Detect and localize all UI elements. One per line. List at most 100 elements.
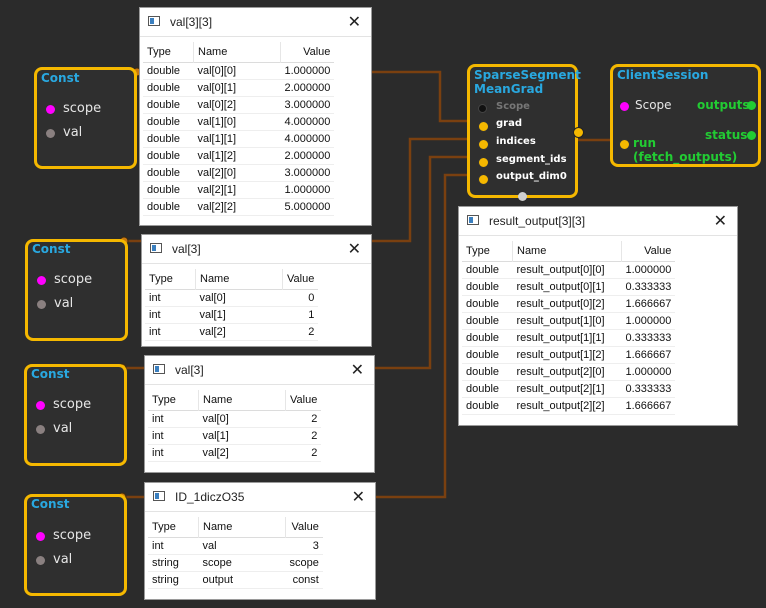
cell-type: double bbox=[143, 164, 194, 182]
cell-value: 5.000000 bbox=[280, 198, 335, 216]
scope-port-icon[interactable] bbox=[478, 104, 487, 113]
window-titlebar[interactable]: result_output[3][3] ✕ bbox=[459, 207, 737, 236]
column-header-type[interactable]: Type bbox=[143, 42, 194, 63]
cell-type: string bbox=[148, 554, 199, 572]
close-icon[interactable]: ✕ bbox=[347, 14, 361, 31]
cell-type: double bbox=[143, 147, 194, 165]
cell-type: string bbox=[148, 571, 199, 589]
window-icon bbox=[153, 491, 165, 501]
outputs-port-icon[interactable] bbox=[747, 101, 756, 110]
cell-value: 2.000000 bbox=[280, 79, 335, 97]
cell-type: double bbox=[462, 312, 513, 330]
column-header-name[interactable]: Name bbox=[512, 241, 622, 262]
close-icon[interactable]: ✕ bbox=[713, 213, 727, 230]
client-session-node[interactable]: ClientSession Scope outputs run (fetch_o… bbox=[610, 64, 761, 167]
scope-port-icon[interactable] bbox=[37, 276, 46, 285]
const-node-1[interactable]: Const scope val bbox=[34, 67, 137, 169]
run-port-icon[interactable] bbox=[619, 139, 630, 150]
val-port-icon[interactable] bbox=[46, 129, 55, 138]
const-node-4[interactable]: Const scope val bbox=[24, 494, 127, 596]
const-node-3[interactable]: Const scope val bbox=[24, 364, 127, 466]
indices-port-icon[interactable] bbox=[478, 139, 489, 150]
cell-name: val bbox=[198, 537, 286, 555]
cell-type: double bbox=[462, 397, 513, 415]
column-header-name[interactable]: Name bbox=[198, 517, 286, 538]
column-header-value[interactable]: Value bbox=[290, 394, 318, 406]
val-port-icon[interactable] bbox=[36, 425, 45, 434]
status-port-icon[interactable] bbox=[747, 131, 756, 140]
cell-name: result_output[2][2] bbox=[512, 397, 622, 415]
scope-port-icon[interactable] bbox=[36, 532, 45, 541]
column-header-value[interactable]: Value bbox=[644, 245, 672, 257]
cell-name: val[0] bbox=[195, 289, 283, 307]
cell-type: double bbox=[462, 380, 513, 398]
window-titlebar[interactable]: val[3][3] ✕ bbox=[140, 8, 371, 37]
column-header-type[interactable]: Type bbox=[148, 517, 199, 538]
close-icon[interactable]: ✕ bbox=[351, 489, 365, 506]
cell-value: 3.000000 bbox=[280, 164, 335, 182]
column-header-name[interactable]: Name bbox=[195, 269, 283, 290]
window-titlebar[interactable]: val[3] ✕ bbox=[142, 235, 371, 264]
close-icon[interactable]: ✕ bbox=[347, 241, 361, 258]
column-header-name[interactable]: Name bbox=[198, 390, 286, 411]
window-titlebar[interactable]: val[3] ✕ bbox=[145, 356, 374, 385]
grad-port-label: grad bbox=[496, 118, 522, 129]
close-icon[interactable]: ✕ bbox=[350, 362, 364, 379]
column-header-type[interactable]: Type bbox=[145, 269, 196, 290]
column-header-value[interactable]: Value bbox=[291, 521, 319, 533]
value-window-result-output[interactable]: result_output[3][3] ✕ Type Name Value do… bbox=[458, 206, 738, 426]
const-node-2[interactable]: Const scope val bbox=[25, 239, 128, 341]
column-header-type[interactable]: Type bbox=[148, 390, 199, 411]
wire-const4-output-dim0 bbox=[122, 173, 478, 499]
val-port-icon[interactable] bbox=[37, 300, 46, 309]
scope-port-icon[interactable] bbox=[36, 401, 45, 410]
output-port-icon[interactable] bbox=[573, 127, 584, 138]
grad-port-icon[interactable] bbox=[478, 121, 489, 132]
bottom-port-icon[interactable] bbox=[518, 192, 527, 201]
val-port-icon[interactable] bbox=[36, 556, 45, 565]
scope-port-icon[interactable] bbox=[620, 102, 629, 111]
column-header-name[interactable]: Name bbox=[193, 42, 281, 63]
cell-name: val[2] bbox=[195, 323, 283, 341]
cell-name: result_output[0][0] bbox=[512, 261, 622, 279]
segment-ids-port-icon[interactable] bbox=[478, 157, 489, 168]
column-header-value[interactable]: Value bbox=[303, 46, 331, 58]
scope-port-icon[interactable] bbox=[46, 105, 55, 114]
window-titlebar[interactable]: ID_1diczO35 ✕ bbox=[145, 483, 375, 512]
sparse-segment-mean-grad-node[interactable]: SparseSegment MeanGrad Scope grad indice… bbox=[467, 64, 584, 201]
column-header-value[interactable]: Value bbox=[287, 273, 315, 285]
column-header-type[interactable]: Type bbox=[462, 241, 513, 262]
output-dim0-port-icon[interactable] bbox=[478, 174, 489, 185]
